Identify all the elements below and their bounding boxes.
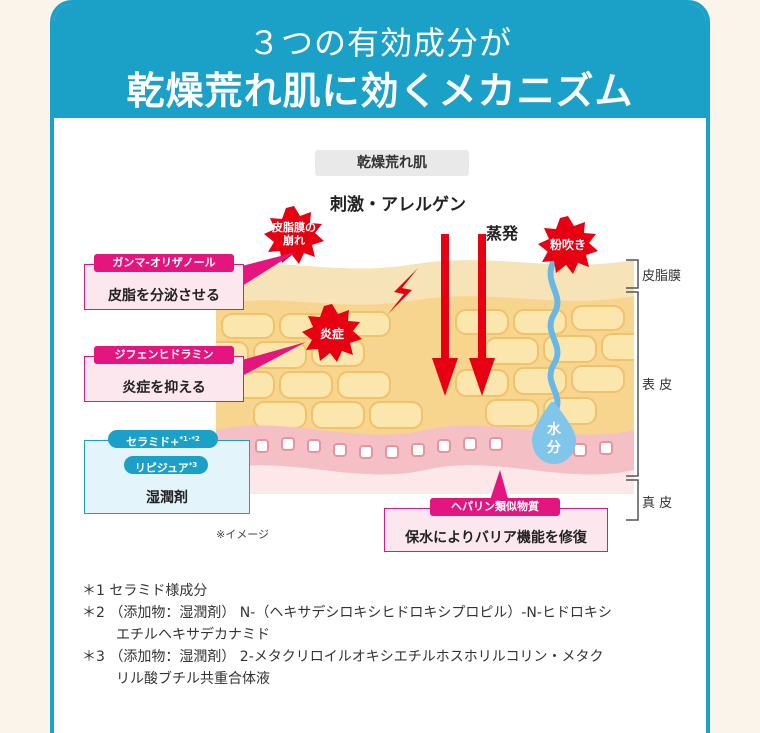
layer-sebum: 皮脂膜 bbox=[642, 269, 682, 284]
layer-brackets bbox=[626, 259, 639, 521]
footnote-3: ＊3 （添加物：湿潤剤） 2-メタクリロイルオキシエチルホスホリルコリン・メタク bbox=[82, 649, 604, 665]
callout-pointers bbox=[242, 252, 510, 506]
moisturizer-box: 湿潤剤 bbox=[84, 440, 250, 514]
sebum-collapse-burst bbox=[264, 206, 324, 264]
heparinoid-tag: ヘパリン類似物質 bbox=[430, 498, 560, 516]
header-banner: ３つの有効成分が 乾燥荒れ肌に効くメカニズム bbox=[54, 4, 706, 118]
lipidure-tag: リピジュア*3 bbox=[124, 456, 208, 475]
ceramide-tag: セラミド+*1･*2 bbox=[108, 430, 218, 449]
header-line1: ３つの有効成分が bbox=[247, 24, 512, 62]
powder-text: 粉吹き bbox=[549, 238, 586, 252]
inflammation-text: 炎症 bbox=[319, 327, 344, 341]
gamma-oryzanol-tag: ガンマ-オリザノール bbox=[94, 254, 234, 272]
image-note: ※イメージ bbox=[216, 528, 269, 541]
inflammation-burst bbox=[302, 304, 362, 362]
water-label: 水分 bbox=[547, 422, 561, 456]
layer-epidermis: 表 皮 bbox=[642, 378, 673, 393]
skin-illustration bbox=[216, 234, 634, 494]
info-card: ３つの有効成分が 乾燥荒れ肌に効くメカニズム 乾燥荒れ肌 刺激・アレルゲン 蒸発 bbox=[50, 0, 710, 733]
footnote-2-cont: エチルヘキサデカナミド bbox=[116, 627, 270, 643]
layer-dermis: 真 皮 bbox=[642, 496, 673, 511]
header-title: 乾燥荒れ肌に効くメカニズム bbox=[126, 69, 634, 113]
footnote-2: ＊2 （添加物：湿潤剤） N-（ヘキサデシロキシヒドロキシプロピル）-N-ヒドロ… bbox=[82, 605, 612, 621]
footnote-3-cont: リル酸ブチル共重合体液 bbox=[116, 671, 270, 687]
diphenhydramine-tag: ジフェンヒドラミン bbox=[94, 346, 234, 364]
heparinoid-box: 保水によりバリア機能を修復 bbox=[384, 508, 608, 552]
dry-skin-label: 乾燥荒れ肌 bbox=[315, 150, 469, 176]
powder-burst bbox=[538, 216, 598, 274]
sebum-collapse-text: 皮脂膜の崩れ bbox=[272, 221, 316, 247]
footnote-1: ＊1 セラミド様成分 bbox=[82, 583, 208, 599]
stimulus-label: 刺激・アレルゲン bbox=[330, 195, 466, 215]
evaporation-label: 蒸発 bbox=[486, 224, 519, 243]
footnotes: ＊1 セラミド様成分 ＊2 （添加物：湿潤剤） N-（ヘキサデシロキシヒドロキシ… bbox=[82, 580, 682, 690]
